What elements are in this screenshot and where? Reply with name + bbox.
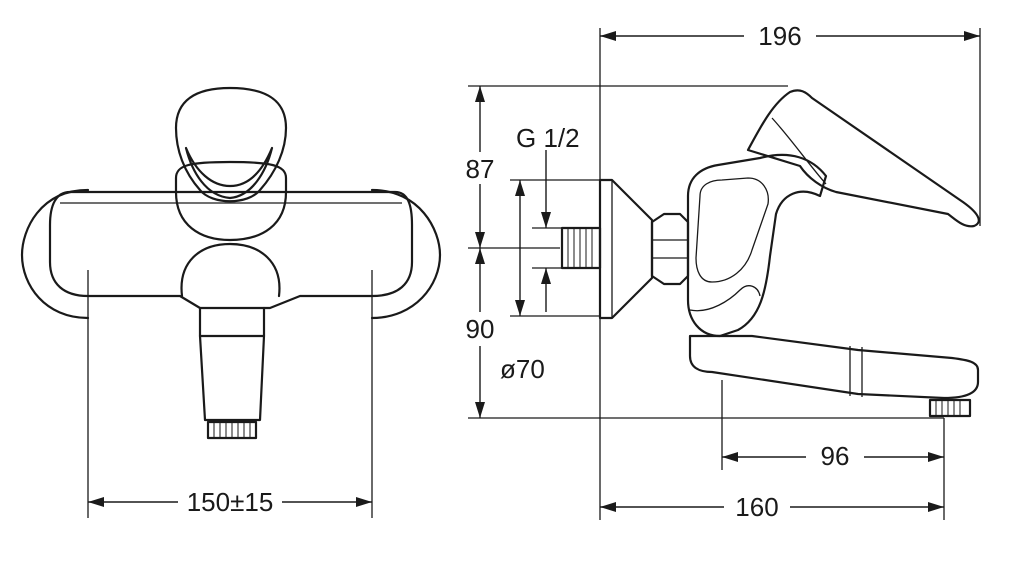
dimension-projection: 160 [600, 490, 944, 522]
dimension-height-upper: 87 [458, 85, 788, 249]
label-width-overall: 196 [758, 21, 801, 51]
label-height-lower: 90 [466, 314, 495, 344]
side-rosette [598, 178, 654, 320]
spout-neck [198, 306, 266, 338]
body-inner-contour [695, 177, 769, 283]
label-rosette-diameter: ø70 [500, 354, 545, 384]
lever-head [174, 86, 288, 203]
label-thread: G 1/2 [516, 123, 580, 153]
housing-lower-edge [174, 190, 288, 242]
label-spout-reach: 96 [821, 441, 850, 471]
side-spout [688, 334, 980, 400]
lever-edge [771, 117, 827, 185]
union-nut [650, 212, 690, 286]
side-aerator [928, 398, 972, 418]
side-view [560, 28, 980, 520]
dimension-centres: 150±15 [87, 270, 373, 518]
front-spout [198, 334, 266, 422]
label-projection: 160 [735, 492, 778, 522]
dimension-thread: G 1/2 [516, 123, 580, 312]
dimension-width-overall: 196 [600, 18, 981, 226]
dimension-spout-reach: 96 [721, 380, 945, 520]
label-height-upper: 87 [466, 154, 495, 184]
lever-grip [184, 146, 274, 200]
dimension-rosette-diameter: ø70 [500, 179, 600, 384]
thread-connector [560, 226, 602, 270]
body-lower-contour [689, 285, 761, 312]
front-view [20, 86, 442, 440]
label-centres: 150±15 [187, 487, 274, 517]
aerator [206, 420, 258, 440]
left-rosette [20, 188, 90, 320]
mixer-body [48, 190, 414, 310]
cartridge-housing [174, 160, 288, 194]
side-lever [746, 89, 980, 228]
right-rosette [370, 188, 442, 320]
dimension-height-lower: 90 [458, 248, 944, 419]
central-dome [180, 242, 281, 298]
